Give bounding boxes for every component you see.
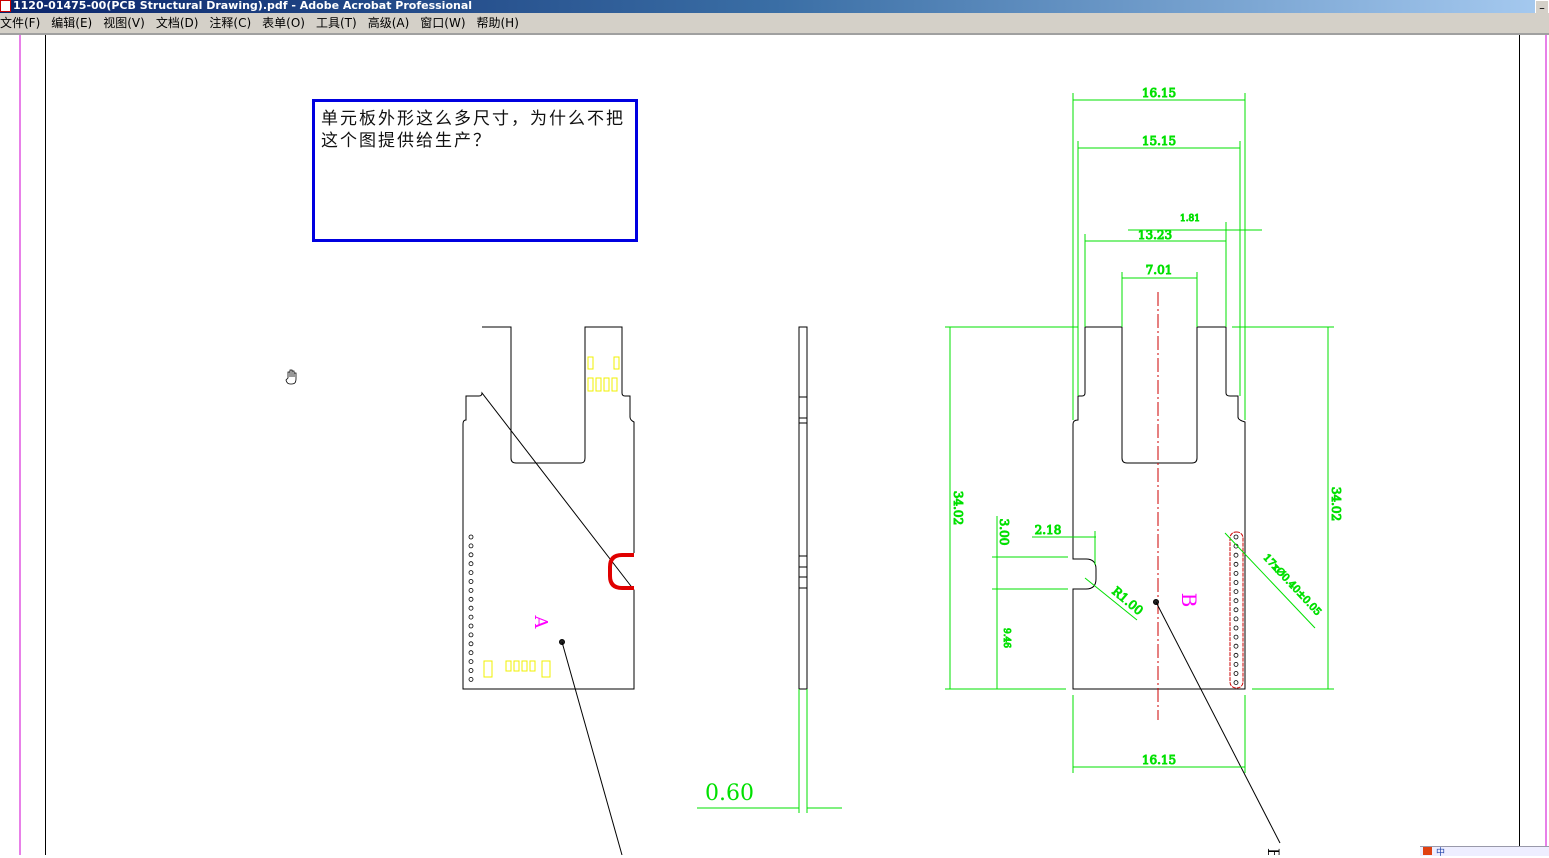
via-hole [1233,534,1239,540]
side-b-label: B [1177,593,1201,608]
dim-notch-width: 3.00 [997,519,1011,546]
via-hole [468,561,474,567]
via-hole [468,650,474,656]
dim-slot: 7.01 [1146,263,1173,277]
via-hole [1233,643,1239,649]
dim-notch-offset: 9.46 [1001,628,1011,648]
dim-holes: 17xØ0.40±0.05 [1261,552,1323,618]
via-hole [468,605,474,611]
via-hole [468,677,474,682]
via-hole [1233,571,1239,576]
via-hole [1233,616,1239,622]
menu-window[interactable]: 窗口(W) [420,16,466,30]
via-hole [1233,680,1239,685]
via-hole [468,596,474,602]
via-hole [468,588,474,593]
via-hole [468,543,474,549]
board-view-b: B B [1072,292,1283,855]
menu-edit[interactable]: 编辑(E) [51,16,93,30]
hand-cursor-icon [285,369,297,385]
dim-top-width: 16.15 [1142,86,1176,100]
dim-width-2: 15.15 [1142,134,1176,148]
via-hole [468,659,474,664]
via-hole [468,570,474,575]
ime-toolbar[interactable]: 中 [1420,846,1549,858]
side-a-label: A [530,615,551,630]
menu-document[interactable]: 文档(D) [155,16,199,30]
callout-b-label: B [1264,848,1283,855]
via-hole [1233,598,1239,604]
via-hole [468,534,474,540]
via-hole [1233,625,1239,631]
comment-note[interactable]: 单元板外形这么多尺寸，为什么不把这个图提供给生产？ [312,99,638,242]
thickness-dimension: 0.60 [705,781,754,806]
window-title: 1120-01475-00(PCB Structural Drawing).pd… [13,0,473,12]
menu-file[interactable]: 文件(F) [0,16,41,30]
ime-mode[interactable]: 中 [1436,848,1446,858]
board-view-a: A [462,326,635,855]
acrobat-icon [0,0,11,12]
via-hole [1233,580,1239,585]
title-bar: 1120-01475-00(PCB Structural Drawing).pd… [0,0,1549,13]
via-hole [1233,652,1239,658]
via-hole [468,668,474,673]
menu-view[interactable]: 视图(V) [103,16,145,30]
menu-bar: 文件(F) 编辑(E) 视图(V) 文档(D) 注释(C) 表单(O) 工具(T) 高级(A)… [0,13,1549,35]
dimensions: 16.15 15.15 13.23 1.81 7.01 34.02 34.02 … [945,86,1344,773]
via-hole [1233,607,1239,613]
menu-comments[interactable]: 注释(C) [209,16,252,30]
via-hole [1233,561,1239,567]
via-hole [468,552,474,558]
via-hole [1233,671,1239,676]
dim-height-left: 34.02 [951,491,965,525]
board-side-view: 0.60 [697,326,842,813]
via-hole [1233,589,1239,594]
via-hole [468,623,474,629]
menu-tools[interactable]: 工具(T) [315,16,357,30]
pads-a [483,356,620,678]
via-hole [1233,552,1239,558]
via-hole [468,632,474,638]
holes-column-b [1233,534,1239,685]
via-hole [468,579,474,584]
dim-notch-depth: 2.18 [1035,523,1062,537]
via-hole [468,614,474,620]
menu-advanced[interactable]: 高级(A) [367,16,410,30]
menu-help[interactable]: 帮助(H) [476,16,519,30]
page-borders [19,35,1547,855]
via-hole [1233,662,1239,667]
dim-width-3: 13.23 [1138,228,1172,242]
dim-small: 1.81 [1180,214,1200,224]
ime-logo-icon [1423,847,1432,855]
comment-text: 单元板外形这么多尺寸，为什么不把这个图提供给生产？ [321,109,625,151]
via-hole [1233,634,1239,640]
dim-bottom-width: 16.15 [1142,753,1176,767]
dim-height-right: 34.02 [1329,487,1343,521]
menu-forms[interactable]: 表单(O) [262,16,305,30]
via-hole [468,641,474,647]
holes-column-a [468,534,474,682]
